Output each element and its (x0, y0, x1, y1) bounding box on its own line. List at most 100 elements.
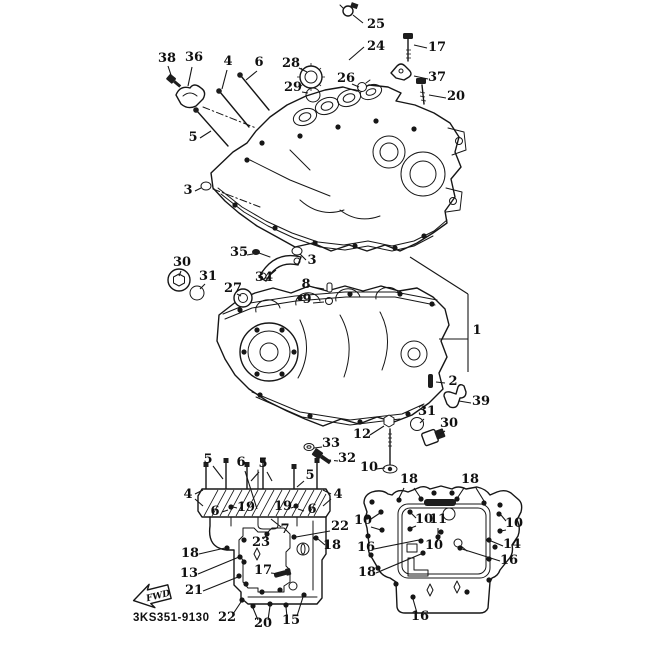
leader-line-34 (268, 269, 277, 277)
leader-line-16 (461, 548, 501, 562)
bolt-hole-dot (272, 225, 278, 231)
bracket-36 (175, 84, 206, 109)
leader-line-4 (221, 69, 228, 90)
part-label-7: 7 (280, 522, 289, 537)
part-label-9: 9 (302, 292, 311, 307)
bolt-hole-dot (259, 140, 265, 146)
leader-line-33 (313, 446, 323, 449)
bolt-hole-dot (449, 490, 455, 496)
part-label-18: 18 (358, 565, 376, 580)
rail-hatching (203, 489, 327, 517)
part-label-15: 15 (282, 613, 300, 628)
leader-line-39 (458, 400, 472, 404)
part-label-5: 5 (188, 130, 197, 145)
leader-line-26 (351, 83, 360, 88)
washer-33 (303, 443, 315, 451)
bolt-hole-dot (373, 118, 379, 124)
part-label-5: 5 (258, 456, 267, 471)
leader-line-8 (311, 286, 325, 290)
part-label-10: 10 (354, 513, 372, 528)
bolt-hole-dot (418, 538, 424, 544)
leader-line-19 (232, 506, 238, 509)
leader-line-5 (250, 471, 260, 482)
part-label-25: 25 (367, 17, 385, 32)
bolt-hole-dot (279, 371, 285, 377)
leader-line-23 (262, 535, 267, 540)
part-label-10: 10 (415, 512, 433, 527)
part-label-18: 18 (181, 546, 199, 561)
diamond-mark-23 (253, 547, 261, 561)
part-label-14: 14 (503, 537, 521, 552)
hose-clamp-25 (339, 2, 359, 17)
bolt-hole-dot (312, 240, 318, 246)
part-label-11: 11 (429, 512, 447, 527)
leader-line-27 (236, 293, 242, 297)
fastener-parts-middle (167, 249, 467, 474)
leader-line-32 (328, 459, 339, 462)
bolt-hole-dot (313, 535, 319, 541)
part-label-12: 12 (353, 427, 371, 442)
leader-line-18 (413, 487, 421, 498)
leader-line-37 (413, 75, 429, 80)
hose-clamp-26 (357, 79, 371, 92)
plug-30b (421, 428, 446, 447)
bolt-hole-dot (396, 497, 402, 503)
bolt-hole-dot (254, 371, 260, 377)
bolt-hole-dot (277, 587, 283, 593)
leader-line-35 (246, 253, 254, 256)
bolt-hole-dot (496, 511, 502, 517)
bolt-hole-dot (364, 514, 370, 520)
leader-line-31 (199, 283, 206, 290)
part-label-39: 39 (472, 394, 490, 409)
leader-line-4 (194, 489, 204, 495)
bolt-hole-dot (241, 349, 247, 355)
part-code: 3KS351-9130 (133, 612, 209, 624)
leader-line-1 (409, 256, 469, 295)
part-label-17: 17 (254, 563, 272, 578)
part-label-23: 23 (252, 535, 270, 550)
part-label-34: 34 (255, 270, 273, 285)
part-label-6: 6 (307, 502, 316, 517)
clamp-39 (443, 384, 467, 409)
bolt-hole-dot (241, 537, 247, 543)
screw-35 (252, 249, 271, 258)
leader-line-15 (285, 606, 288, 618)
leader-line-10 (500, 529, 507, 532)
bolt-hole-dot (228, 504, 234, 510)
part-label-16: 16 (357, 540, 375, 555)
leader-line-18 (398, 487, 405, 499)
part-label-24: 24 (367, 39, 385, 54)
bolt-20 (416, 78, 427, 105)
part-label-33: 33 (322, 436, 340, 451)
oil-level-window (296, 542, 310, 556)
leader-line-4 (322, 489, 332, 495)
leader-line-10 (370, 526, 382, 531)
bolt-hole-dot (486, 577, 492, 583)
bolt-hole-dot (481, 500, 487, 506)
bolt-hole-dot (357, 419, 363, 425)
leader-line-31 (419, 418, 425, 424)
bolt-hole-dot (497, 528, 503, 534)
part-label-17: 17 (428, 40, 446, 55)
bolt-hole-dot (352, 243, 358, 249)
bolt-hole-dot (301, 592, 307, 598)
leader-line-16 (412, 598, 418, 614)
leader-line-24 (348, 46, 365, 61)
leader-line-14 (490, 540, 504, 547)
leader-line-36 (187, 66, 193, 87)
diamond-mark-a (426, 583, 434, 597)
part-label-4: 4 (223, 54, 232, 69)
bracket-37 (390, 63, 412, 81)
leader-line-18 (457, 487, 465, 498)
leader-line-22 (232, 601, 242, 615)
leader-line-4 (194, 498, 204, 507)
o-ring-31 (189, 285, 205, 301)
bolt-hole-dot (486, 537, 492, 543)
leader-line-5 (212, 465, 224, 480)
bolt-hole-dot (393, 581, 399, 587)
bearing-strip (424, 499, 456, 506)
part-label-28: 28 (282, 56, 300, 71)
bolt-hole-dot (410, 594, 416, 600)
